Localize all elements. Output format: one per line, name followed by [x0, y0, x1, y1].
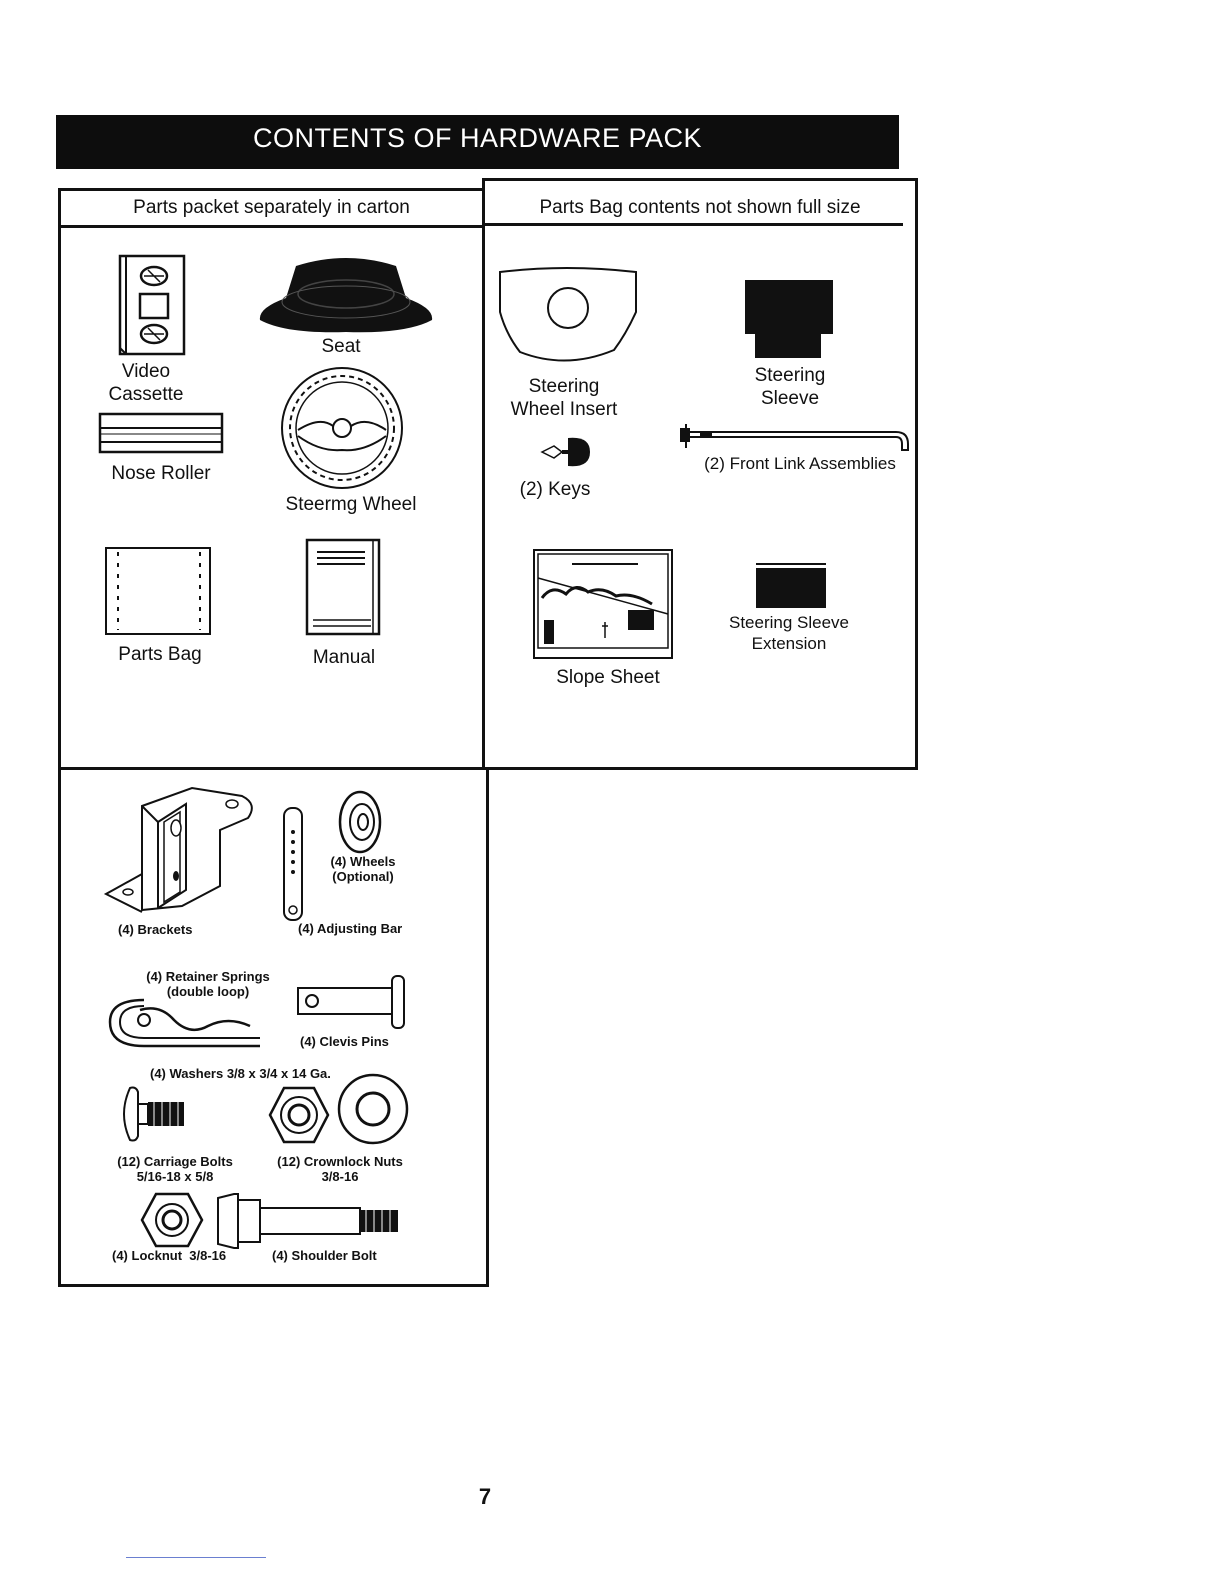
slope-sheet-icon — [533, 549, 673, 659]
locknut-icon — [140, 1192, 204, 1248]
retainer-springs-label: (4) Retainer Springs (double loop) — [146, 969, 270, 999]
manual-label: Manual — [312, 647, 376, 668]
steering-sleeve-extension-icon — [756, 563, 826, 608]
parts-bag-icon — [105, 547, 211, 635]
washer-icon — [337, 1073, 409, 1145]
footer-rule — [126, 1557, 266, 1558]
crownlock-nuts-label: (12) Crownlock Nuts 3/8-16 — [277, 1154, 403, 1184]
steering-sleeve-label: Steering Sleeve — [754, 365, 826, 409]
header-rule — [485, 223, 903, 226]
steering-wheel-label: Steermg Wheel — [285, 494, 417, 515]
page-number: 7 — [478, 1484, 492, 1509]
adjusting-bar-label: (4) Adjusting Bar — [298, 921, 403, 936]
key-icon — [540, 437, 590, 467]
front-link-icon — [680, 424, 909, 451]
video-cassette-label: Video Cassette — [108, 361, 184, 405]
steering-wheel-insert-icon — [499, 267, 637, 362]
shoulder-bolt-icon — [217, 1193, 398, 1249]
clevis-pins-label: (4) Clevis Pins — [300, 1034, 389, 1049]
carriage-bolts-label: (12) Carriage Bolts 5/16-18 x 5/8 — [117, 1154, 233, 1184]
washers-label: (4) Washers 3/8 x 3/4 x 14 Ga. — [150, 1066, 331, 1081]
slope-sheet-label: Slope Sheet — [556, 667, 660, 688]
nose-roller-icon — [98, 412, 224, 454]
wheel-icon — [338, 790, 382, 854]
parts-bag-label: Parts Bag — [118, 644, 202, 665]
steering-sleeve-extension-label: Steering Sleeve Extension — [728, 613, 850, 653]
keys-label: (2) Keys — [519, 479, 591, 500]
hardware-panel — [58, 767, 489, 1287]
carriage-bolt-icon — [123, 1086, 184, 1142]
parts-bag-header: Parts Bag contents not shown full size — [539, 197, 861, 218]
manual-icon — [305, 538, 381, 636]
parts-packet-header: Parts packet separately in carton — [133, 197, 410, 218]
seat-icon — [259, 258, 433, 333]
front-link-label: (2) Front Link Assemblies — [704, 454, 896, 473]
nose-roller-label: Nose Roller — [111, 463, 211, 484]
clevis-pin-icon — [297, 975, 405, 1029]
crownlock-nut-icon — [268, 1086, 330, 1144]
steering-wheel-icon — [281, 367, 403, 489]
wheels-label: (4) Wheels (Optional) — [330, 854, 396, 884]
seat-label: Seat — [321, 336, 361, 357]
video-cassette-icon — [118, 254, 186, 356]
adjusting-bar-icon — [283, 807, 303, 921]
retainer-spring-icon — [108, 998, 260, 1048]
steering-wheel-insert-label: Steering Wheel Insert — [510, 376, 618, 420]
bracket-icon — [103, 786, 253, 913]
shoulder-bolt-label: (4) Shoulder Bolt — [272, 1248, 377, 1263]
brackets-label: (4) Brackets — [118, 922, 193, 937]
section-banner: CONTENTS OF HARDWARE PACK — [56, 115, 899, 169]
parts-bag-panel: Parts Bag contents not shown full size — [482, 178, 918, 770]
locknut-label: (4) Locknut 3/8-16 — [112, 1248, 227, 1263]
steering-sleeve-icon — [745, 280, 833, 358]
header-rule — [61, 225, 482, 228]
